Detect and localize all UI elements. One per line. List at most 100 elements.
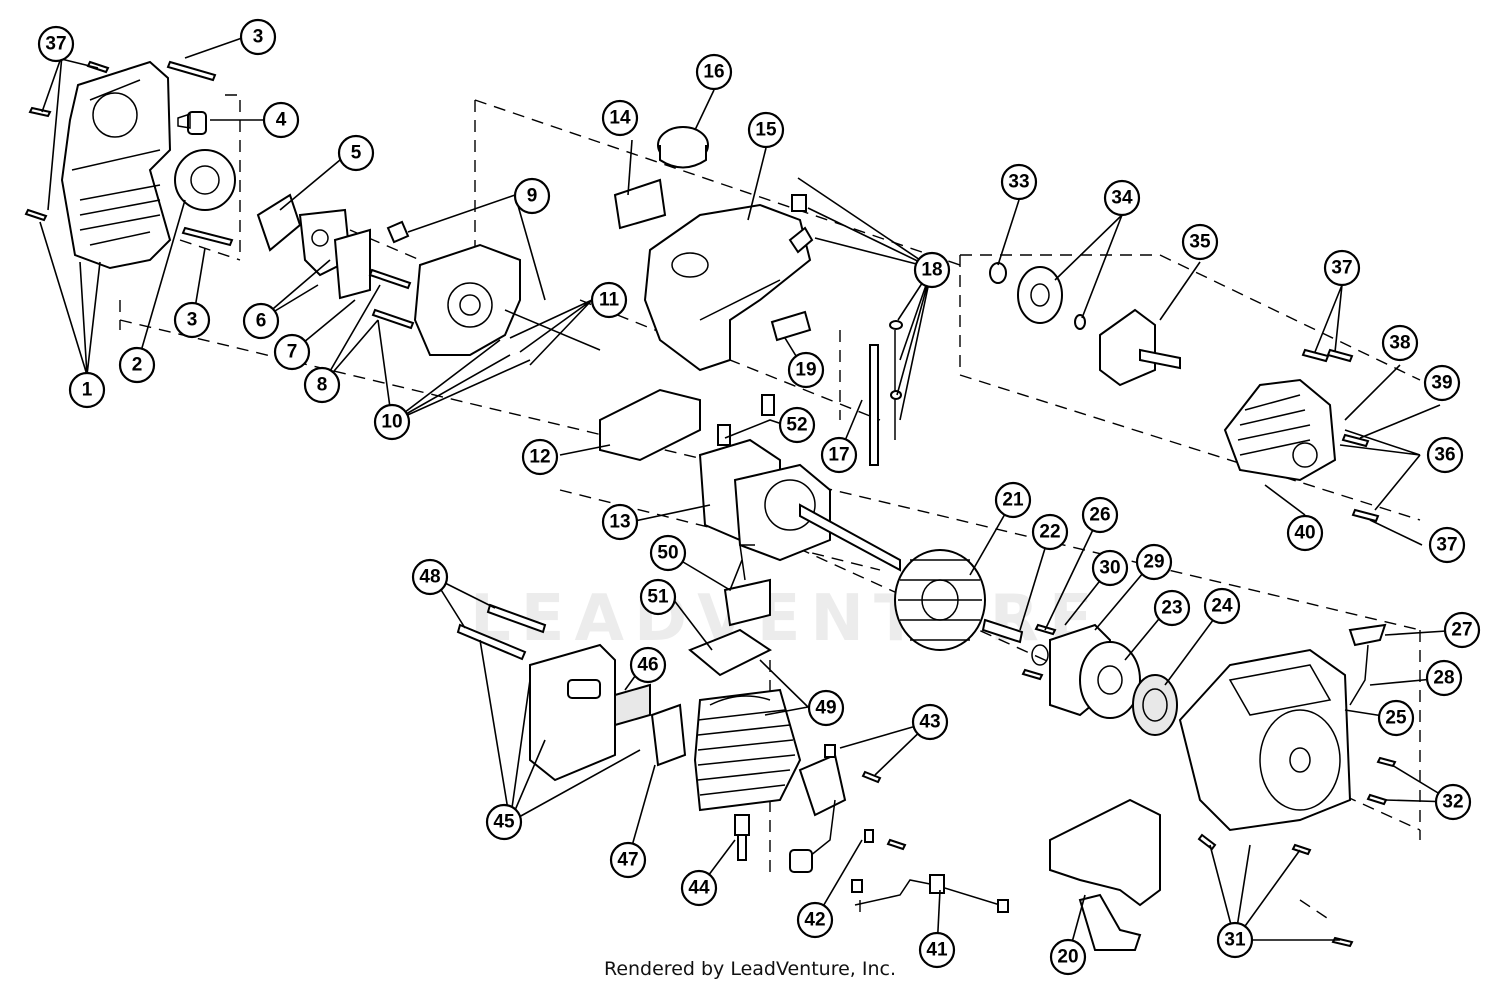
callout-37-lower: 37 — [1428, 526, 1466, 564]
carburetor-part — [256, 193, 371, 300]
callout-13: 13 — [601, 503, 639, 541]
svg-text:48: 48 — [419, 567, 440, 588]
air-filter-part — [174, 149, 236, 211]
callout-4: 4 — [262, 101, 300, 139]
muffler-bolts-part — [456, 603, 547, 661]
callout-28: 28 — [1425, 659, 1463, 697]
callout-47: 47 — [609, 841, 647, 879]
svg-text:37: 37 — [45, 34, 66, 55]
crankcase-part — [698, 438, 901, 572]
svg-text:20: 20 — [1057, 947, 1078, 968]
svg-text:42: 42 — [804, 910, 825, 931]
svg-text:52: 52 — [786, 415, 807, 436]
svg-text:33: 33 — [1008, 172, 1029, 193]
callout-23: 23 — [1153, 589, 1191, 627]
callout-25: 25 — [1377, 699, 1415, 737]
air-filter-cover-part — [60, 60, 172, 270]
fuel-fittings-part — [788, 194, 903, 440]
svg-text:24: 24 — [1211, 596, 1233, 617]
clutch-drum-part — [1099, 308, 1181, 387]
callout-44: 44 — [680, 869, 718, 907]
intake-manifold-part — [386, 220, 601, 356]
callout-35: 35 — [1181, 223, 1219, 261]
callout-8: 8 — [303, 366, 341, 404]
callout-10: 10 — [373, 403, 411, 441]
callout-39: 39 — [1423, 364, 1461, 402]
callout-38: 37 — [37, 25, 75, 63]
ignition-module-part — [789, 744, 847, 873]
svg-text:30: 30 — [1099, 558, 1120, 579]
callout-51: 51 — [639, 578, 677, 616]
svg-text:26: 26 — [1089, 505, 1110, 526]
callout-52: 52 — [778, 406, 816, 444]
callout-46: 46 — [629, 646, 667, 684]
callout-15: 15 — [747, 111, 785, 149]
callout-48: 48 — [411, 558, 449, 596]
svg-text:37: 37 — [1436, 535, 1457, 556]
muffler-gasket-part — [650, 703, 687, 767]
svg-text:45: 45 — [493, 812, 515, 833]
svg-text:23: 23 — [1161, 598, 1182, 619]
base-gasket-part — [688, 628, 772, 677]
svg-text:3: 3 — [253, 27, 264, 48]
svg-text:10: 10 — [381, 412, 402, 433]
svg-text:15: 15 — [755, 120, 777, 141]
callout-27: 27 — [1443, 611, 1481, 649]
svg-text:41: 41 — [926, 940, 948, 961]
callout-32: 32 — [1434, 783, 1472, 821]
callout-3-lower: 3 — [173, 301, 211, 339]
svg-text:8: 8 — [317, 375, 328, 396]
svg-text:11: 11 — [599, 290, 620, 311]
stop-switch-wire-part — [851, 829, 1009, 913]
callout-2: 2 — [118, 346, 156, 384]
callout-19: 19 — [787, 351, 825, 389]
callout-31: 31 — [1216, 921, 1254, 959]
callout-11: 11 — [590, 281, 628, 319]
watermark-text: LEADVENTURE — [470, 582, 1103, 656]
svg-text:28: 28 — [1433, 668, 1454, 689]
muffler-part — [529, 643, 616, 782]
svg-text:3: 3 — [187, 310, 198, 331]
callout-17: 17 — [820, 436, 858, 474]
bolts-part — [717, 394, 775, 446]
callout-9: 9 — [513, 177, 551, 215]
svg-text:47: 47 — [617, 850, 638, 871]
callout-1: 1 — [68, 371, 106, 409]
callout-43: 43 — [911, 703, 949, 741]
callout-7: 7 — [273, 333, 311, 371]
svg-text:1: 1 — [82, 380, 93, 401]
svg-text:2: 2 — [132, 355, 143, 376]
callout-33: 33 — [1000, 163, 1038, 201]
fuel-cap-part — [657, 126, 709, 169]
svg-text:34: 34 — [1111, 188, 1133, 209]
svg-text:16: 16 — [703, 62, 724, 83]
piston-part — [723, 544, 771, 627]
callout-20: 20 — [1049, 938, 1087, 976]
svg-text:5: 5 — [351, 143, 362, 164]
fuel-tank-part — [643, 203, 812, 372]
callout-16: 16 — [695, 53, 733, 91]
callout-6: 6 — [242, 302, 280, 340]
pin-part — [981, 618, 1024, 644]
handle-bracket-part — [1049, 798, 1161, 951]
credit-text: Rendered by LeadVenture, Inc. — [603, 958, 897, 980]
svg-text:14: 14 — [609, 108, 631, 129]
svg-text:18: 18 — [921, 260, 942, 281]
engine-parts — [24, 60, 1397, 951]
primer-part — [177, 111, 207, 135]
callout-49: 49 — [807, 689, 845, 727]
svg-text:46: 46 — [637, 655, 658, 676]
callout-36: 36 — [1426, 436, 1464, 474]
svg-text:25: 25 — [1385, 708, 1407, 729]
callout-24: 24 — [1203, 587, 1241, 625]
callout-45: 45 — [485, 803, 523, 841]
callout-26: 26 — [1081, 496, 1119, 534]
svg-text:6: 6 — [256, 311, 267, 332]
bracket-part — [613, 178, 667, 230]
callout-42: 42 — [796, 901, 834, 939]
svg-text:40: 40 — [1294, 523, 1315, 544]
cylinder-part — [693, 688, 802, 812]
svg-text:7: 7 — [287, 342, 298, 363]
svg-text:31: 31 — [1224, 930, 1246, 951]
svg-text:17: 17 — [828, 445, 849, 466]
